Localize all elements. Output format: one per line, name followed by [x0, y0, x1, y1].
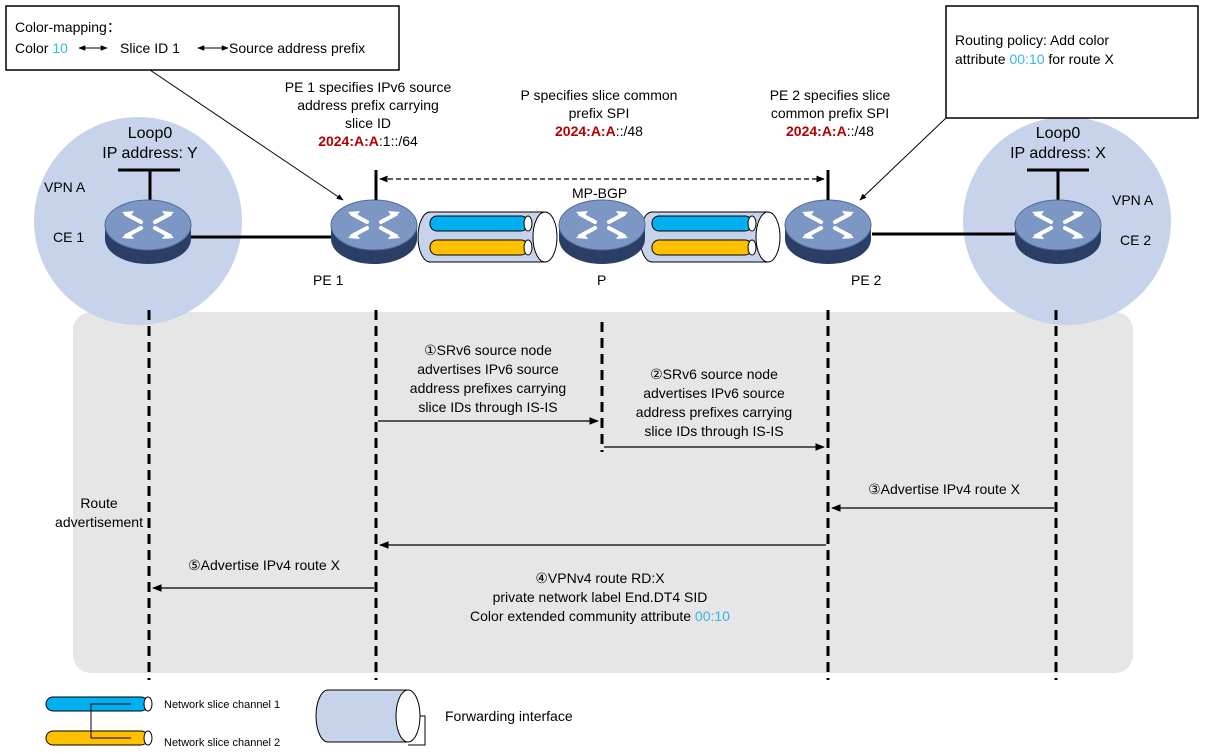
- p-note-line2: prefix SPI: [569, 105, 630, 121]
- color-mapping-color: Color 10: [15, 40, 68, 56]
- step2-line4: slice IDs through IS-IS: [644, 423, 783, 439]
- left-ip: IP address: Y: [102, 145, 198, 162]
- forwarding-tube-p-pe2: [639, 211, 781, 263]
- step1-line3: address prefixes carrying: [410, 380, 566, 396]
- mpbgp-label: MP-BGP: [572, 185, 627, 201]
- pe1-label: PE 1: [313, 272, 344, 288]
- pe2-label: PE 2: [851, 272, 882, 288]
- pe2-note-line2: common prefix SPI: [771, 105, 889, 121]
- pe2-router-icon: [783, 198, 873, 266]
- legend-channel1-label: Network slice channel 1: [164, 699, 280, 711]
- p-note-line1: P specifies slice common: [521, 87, 678, 103]
- color-mapping-source: Source address prefix: [229, 40, 365, 56]
- routing-policy-line1: Routing policy: Add color: [955, 32, 1109, 48]
- step1-line4: slice IDs through IS-IS: [418, 399, 557, 415]
- route-advertisement-panel: [73, 312, 1133, 673]
- step1-line1: ①SRv6 source node: [424, 342, 552, 358]
- step1-line2: advertises IPv6 source: [417, 361, 559, 377]
- left-vpn: VPN A: [44, 179, 86, 195]
- step2-line1: ②SRv6 source node: [650, 366, 778, 382]
- step2-line3: address prefixes carrying: [636, 404, 792, 420]
- color-mapping-box: [5, 5, 400, 71]
- ce1-label: CE 1: [53, 229, 84, 245]
- legend-forwarding-label: Forwarding interface: [445, 708, 573, 724]
- right-loop0: Loop0: [1036, 125, 1081, 142]
- color-mapping-slice: Slice ID 1: [120, 40, 180, 56]
- right-vpn: VPN A: [1112, 192, 1154, 208]
- step4-line3: Color extended community attribute 00:10: [470, 608, 730, 624]
- legend-channel2-label: Network slice channel 2: [164, 737, 280, 749]
- forwarding-tube-pe1-p: [417, 211, 558, 263]
- pe2-note-line1: PE 2 specifies slice: [770, 87, 891, 103]
- p-router-icon: [557, 198, 647, 266]
- step5-text: ⑤Advertise IPv4 route X: [188, 557, 341, 573]
- routing-policy-box: [945, 5, 1199, 119]
- ce2-label: CE 2: [1120, 232, 1151, 248]
- routing-policy-line2: attribute 00:10 for route X: [955, 51, 1114, 67]
- pe1-note-line2: address prefix carrying: [297, 97, 439, 113]
- ce1-router-icon: [103, 198, 193, 266]
- p-label: P: [597, 272, 606, 288]
- step4-line1: ④VPNv4 route RD:X: [535, 570, 665, 586]
- left-loop0: Loop0: [128, 125, 173, 142]
- ce2-router-icon: [1013, 198, 1103, 266]
- step3-text: ③Advertise IPv4 route X: [868, 481, 1021, 497]
- pe1-router-icon: [329, 198, 419, 266]
- pe1-note-line1: PE 1 specifies IPv6 source: [285, 79, 452, 95]
- pe2-note-prefix: 2024:A:A::/48: [786, 123, 874, 139]
- legend: Network slice channel 1 Network slice ch…: [45, 689, 573, 749]
- step2-line2: advertises IPv6 source: [643, 385, 785, 401]
- p-note-prefix: 2024:A:A::/48: [555, 123, 643, 139]
- route-adv-line2: advertisement: [55, 514, 143, 530]
- route-adv-line1: Route: [80, 495, 118, 511]
- legend-forwarding-interface-icon: [315, 689, 426, 746]
- pe1-note-prefix: 2024:A:A:1::/64: [318, 133, 418, 149]
- color-mapping-title: Color-mapping：: [15, 19, 121, 35]
- step4-line2: private network label End.DT4 SID: [493, 589, 708, 605]
- right-ip: IP address: X: [1010, 145, 1106, 162]
- pe1-note-line3: slice ID: [345, 115, 391, 131]
